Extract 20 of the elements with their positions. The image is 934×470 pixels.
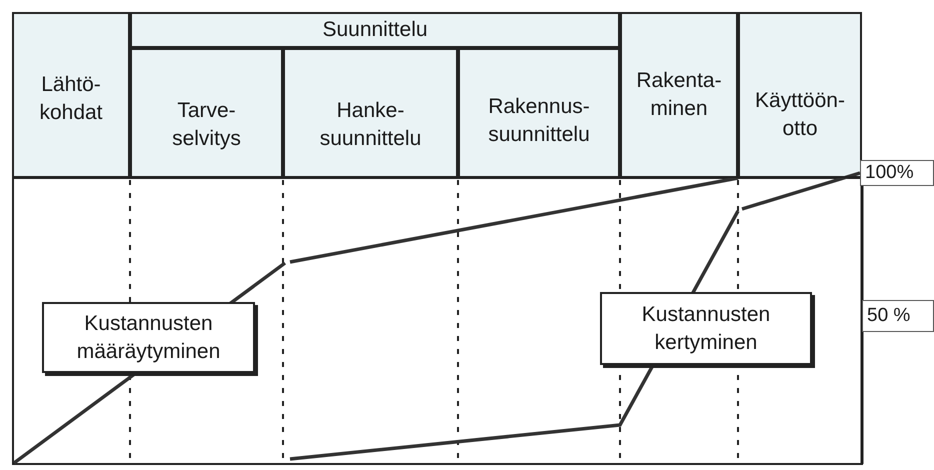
percent-label: 50 % [862, 300, 934, 332]
phase-title: Suunnittelu [321, 17, 429, 43]
phase-title: Rakenta- minen [635, 68, 723, 122]
callout-box [42, 302, 255, 373]
callout-text: Kustannusten määräytyminen [76, 310, 222, 364]
phase-header-cell [620, 12, 738, 178]
phase-header-cell [458, 48, 620, 178]
phase-title: Lähtö- kohdat [38, 72, 104, 126]
phase-title: Hanke- suunnittelu [318, 98, 422, 152]
phase-header-cell [130, 12, 620, 48]
phase-title: Tarve- selvitys [171, 98, 242, 152]
phase-header-cell [12, 12, 130, 178]
phase-header-cell [283, 48, 458, 178]
callout-text: Kustannusten kertyminen [640, 302, 772, 356]
callout-box [600, 292, 812, 365]
percent-label: 100% [860, 160, 934, 186]
phase-header-cell [738, 12, 862, 178]
phase-title: Käyttöön- otto [754, 88, 846, 142]
phase-header-cell [130, 48, 283, 178]
phase-title: Rakennus- suunnittelu [487, 94, 591, 148]
